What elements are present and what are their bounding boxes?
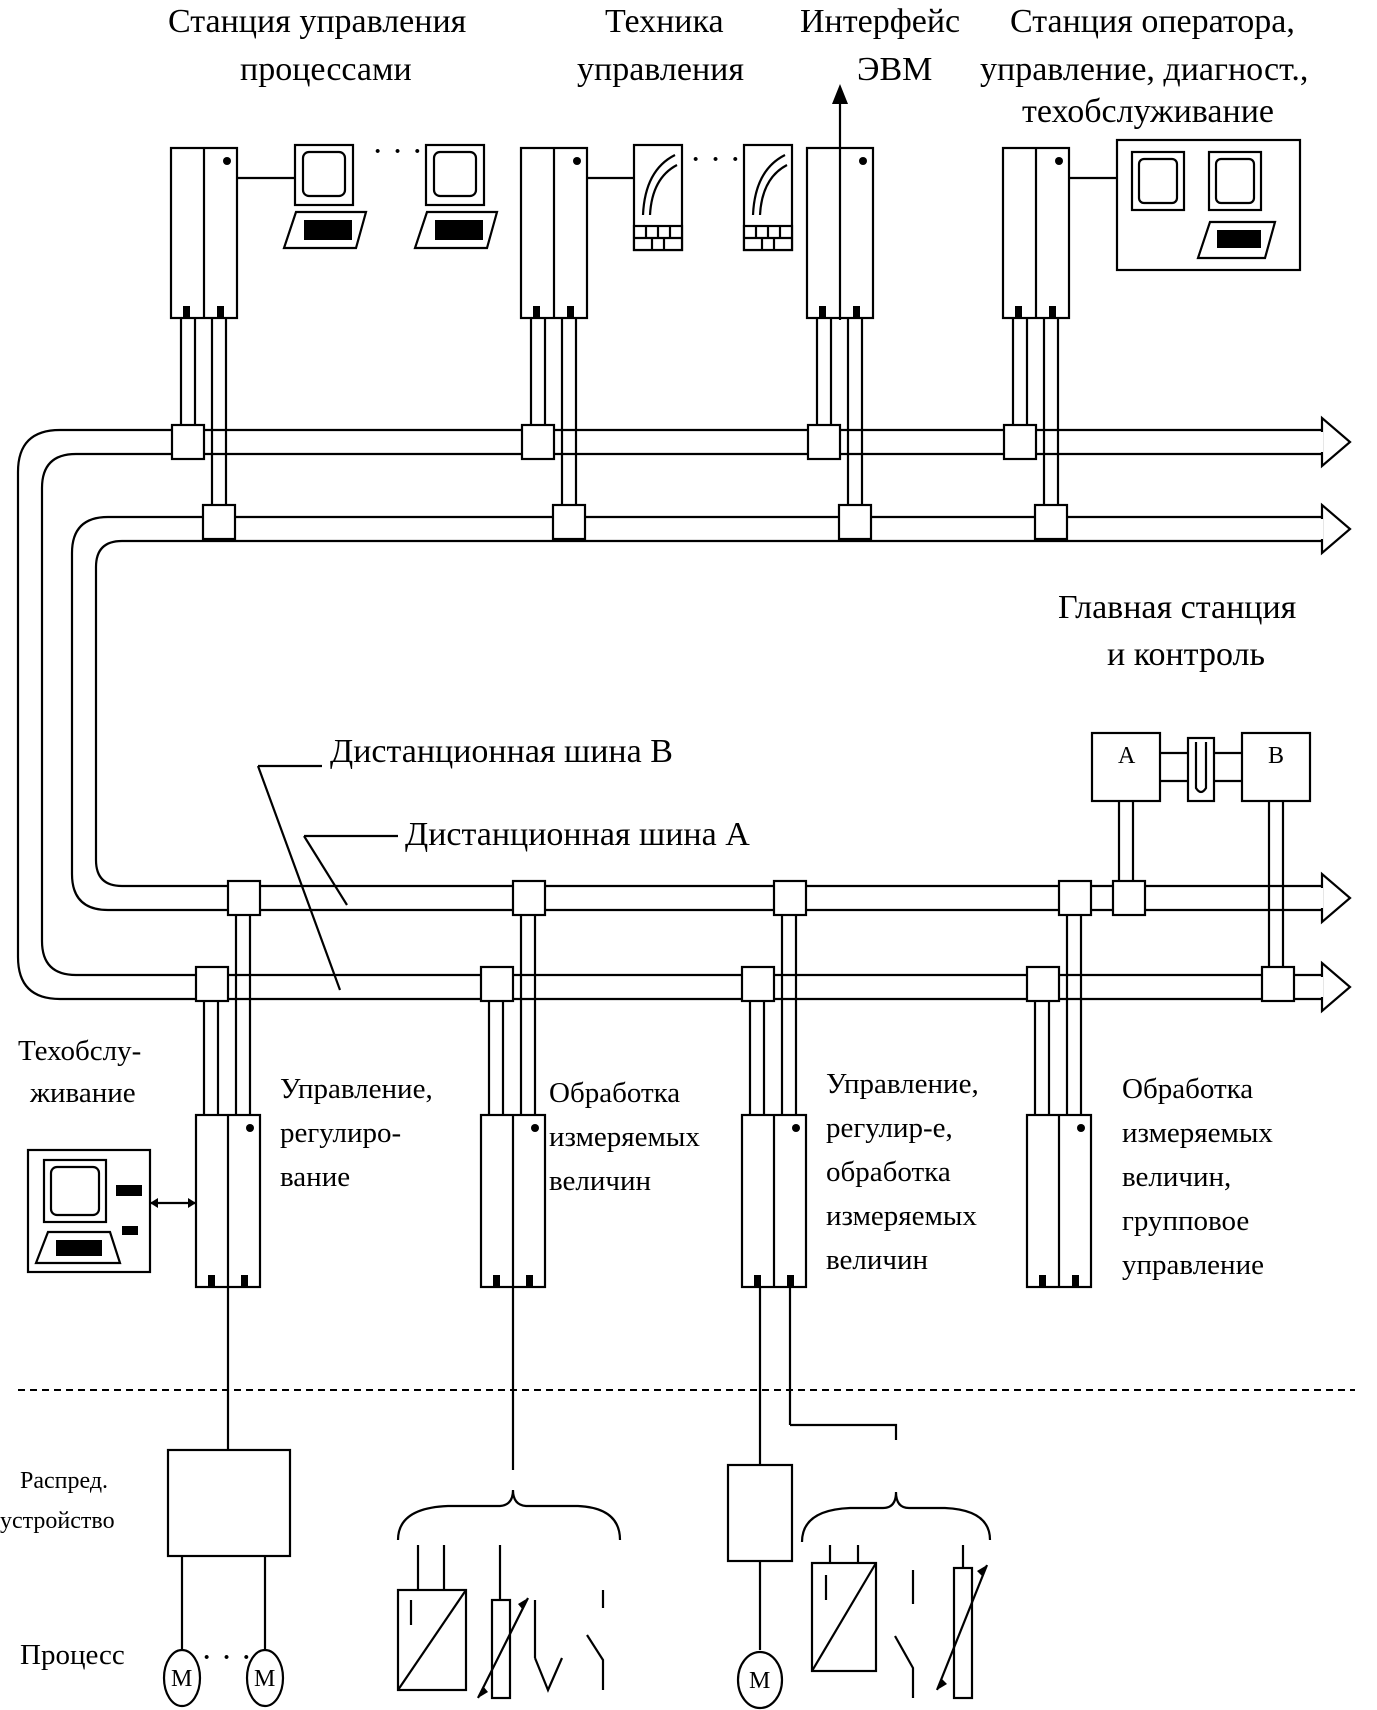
label-control-measure-line3: обработка <box>826 1156 951 1188</box>
field-distributor: M M · · · <box>162 1287 292 1708</box>
label-control-line1: Управление, <box>280 1073 433 1105</box>
cabinet-group-control <box>1025 1113 1093 1289</box>
ellipsis-dots: · · · <box>201 1639 252 1676</box>
label-control-measure-line5: величин <box>826 1244 928 1276</box>
operator-console-icon <box>1069 138 1302 272</box>
cabinet-control-measurement <box>740 1113 808 1289</box>
main-station-box-a-label: A <box>1118 743 1136 769</box>
label-computer-interface-line1: Интерфейс <box>800 3 960 40</box>
label-control-tech-line1: Техника <box>605 3 724 40</box>
top-labels: Станция управления процессами Техника уп… <box>168 3 1308 130</box>
label-process: Процесс <box>20 1639 125 1671</box>
maintenance-terminal-icon <box>26 1148 196 1274</box>
label-measure-line1: Обработка <box>549 1077 680 1109</box>
ellipsis-dots: · · · <box>372 133 423 170</box>
label-group-line1: Обработка <box>1122 1073 1253 1105</box>
label-maintenance-line1: Техобслу- <box>18 1035 141 1067</box>
motor-label: M <box>171 1666 192 1692</box>
label-control-tech-line2: управления <box>577 51 744 88</box>
terminal-icon <box>237 143 368 250</box>
main-station: Главная станция и контроль A B <box>1058 589 1312 967</box>
recorder-icon <box>587 143 684 252</box>
label-group-line4: групповое <box>1122 1205 1249 1237</box>
ellipsis-dots: · · · <box>690 141 741 178</box>
label-distributor-line2: устройство <box>0 1508 115 1534</box>
label-main-station-line2: и контроль <box>1107 636 1265 673</box>
cabinet-control <box>194 1113 262 1289</box>
cabinet-control-tech <box>519 146 589 320</box>
label-control-line3: вание <box>280 1161 350 1193</box>
motor-label: M <box>749 1668 770 1694</box>
label-control-measure-line2: регулир-е, <box>826 1112 953 1144</box>
label-maintenance-line2: живание <box>29 1077 136 1109</box>
label-measure-line2: измеряемых <box>549 1121 700 1153</box>
label-group-line5: управление <box>1122 1249 1264 1281</box>
label-measure-line3: величин <box>549 1165 651 1197</box>
remote-bus-b <box>16 415 1352 1014</box>
remote-bus-a <box>70 502 1352 925</box>
cabinet-process-station <box>169 146 239 320</box>
label-remote-bus-a: Дистанционная шина A <box>405 816 750 853</box>
label-group-line2: измеряемых <box>1122 1117 1273 1149</box>
recorder-icon <box>742 143 794 252</box>
terminal-icon <box>413 143 499 250</box>
bus-couplers-top <box>170 423 1069 541</box>
label-computer-interface-line2: ЭВМ <box>857 51 932 88</box>
main-station-box-b-label: B <box>1268 743 1284 769</box>
sensor-group-measurement <box>396 1287 622 1700</box>
lower-labels: Техобслу- живание Управление, регулиро- … <box>18 1035 1273 1281</box>
motor-icon <box>736 1650 784 1710</box>
label-operator-station-line2: управление, диагност., <box>980 51 1308 88</box>
bus-labels: Дистанционная шина B Дистанционная шина … <box>256 733 750 991</box>
top-drop-lines <box>179 318 1060 505</box>
motor-icon <box>162 1648 202 1708</box>
label-group-line3: величин, <box>1122 1161 1231 1193</box>
label-main-station-line1: Главная станция <box>1058 589 1297 626</box>
bus-couplers-bottom <box>194 879 1296 1003</box>
label-remote-bus-b: Дистанционная шина B <box>330 733 673 770</box>
label-control-line2: регулиро- <box>280 1117 401 1149</box>
label-process-station-line1: Станция управления <box>168 3 467 40</box>
label-control-measure-line4: измеряемых <box>826 1200 977 1232</box>
motor-icon <box>245 1648 285 1708</box>
label-distributor-line1: Распред. <box>20 1468 108 1494</box>
cabinet-computer-interface <box>805 146 875 320</box>
label-process-station-line2: процессами <box>240 51 412 88</box>
label-operator-station-line3: техобслуживание <box>1022 93 1274 130</box>
bottom-drop-lines <box>202 915 1083 1115</box>
motor-label: M <box>254 1666 275 1692</box>
sensor-group-control-measurement: M <box>726 1287 992 1710</box>
cabinet-operator-station <box>1001 146 1071 320</box>
cabinet-measurement <box>479 1113 547 1289</box>
label-operator-station-line1: Станция оператора, <box>1010 3 1295 40</box>
label-control-measure-line1: Управление, <box>826 1068 979 1100</box>
